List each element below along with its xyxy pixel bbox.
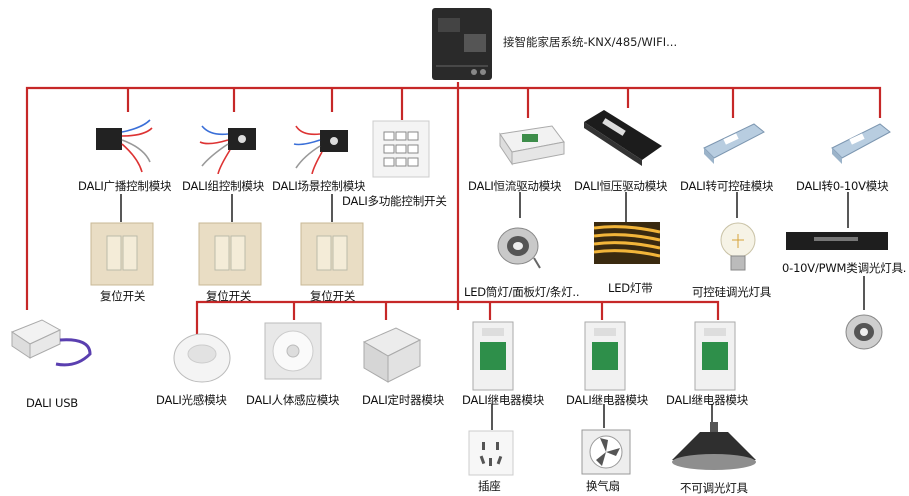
cc-driver-label: DALI恒流驱动模块	[468, 179, 562, 193]
relay-module-3-label: DALI继电器模块	[666, 393, 749, 407]
zero-ten-module-icon	[830, 118, 892, 166]
scene-module-icon	[290, 122, 356, 175]
relay-module-1-label: DALI继电器模块	[462, 393, 545, 407]
dali-usb-label: DALI USB	[26, 396, 78, 410]
relay-module-1-icon	[470, 320, 516, 392]
constant-voltage-driver-icon	[582, 108, 664, 166]
cv-driver-label: DALI恒压驱动模块	[574, 179, 668, 193]
socket-label: 插座	[478, 479, 501, 493]
relay-module-2-label: DALI继电器模块	[566, 393, 649, 407]
timer-module-icon	[360, 322, 424, 386]
group-module-label: DALI组控制模块	[182, 179, 265, 193]
multi-switch-label: DALI多功能控制开关	[342, 194, 447, 208]
socket-icon	[468, 430, 514, 476]
reset-switch-3-label: 复位开关	[310, 289, 356, 303]
dali-usb-icon	[6, 310, 96, 372]
relay-module-2-icon	[582, 320, 628, 392]
reset-switch-3-icon	[300, 222, 364, 286]
led-strip-label: LED灯带	[608, 281, 653, 295]
constant-current-driver-icon	[496, 122, 566, 168]
triac-lamp-label: 可控硅调光灯具	[692, 285, 772, 299]
triac-module-label: DALI转可控硅模块	[680, 179, 774, 193]
gateway-label: 接智能家居系统-KNX/485/WIFI...	[503, 35, 678, 49]
zero-ten-module-label: DALI转0-10V模块	[796, 179, 889, 193]
relay-module-3-icon	[692, 320, 738, 392]
group-module-icon	[196, 122, 262, 175]
exhaust-fan-label: 换气扇	[586, 479, 620, 493]
non-dimmable-lamp-label: 不可调光灯具	[680, 481, 748, 495]
broadcast-module-label: DALI广播控制模块	[78, 179, 172, 193]
scene-module-label: DALI场景控制模块	[272, 179, 366, 193]
pwm-lamp-label: 0-10V/PWM类调光灯具.	[782, 261, 907, 275]
reset-switch-1-label: 复位开关	[100, 289, 146, 303]
non-dimmable-lamp-icon	[666, 420, 760, 478]
broadcast-module-icon	[94, 118, 156, 173]
led-strip-icon	[593, 222, 661, 264]
led-downlight-icon	[494, 222, 544, 272]
triac-module-icon	[702, 118, 766, 166]
reset-switch-1-icon	[90, 222, 154, 286]
triac-lamp-icon	[718, 218, 758, 278]
pir-sensor-icon	[264, 322, 322, 380]
reset-switch-2-label: 复位开关	[206, 289, 252, 303]
exhaust-fan-icon	[580, 428, 632, 476]
gateway-device	[430, 6, 494, 82]
multi-function-switch-icon	[372, 120, 430, 178]
led-downlight-label: LED筒灯/面板灯/条灯..	[464, 285, 580, 299]
pwm-lamp-icon	[842, 310, 886, 356]
reset-switch-2-icon	[198, 222, 262, 286]
light-sensor-label: DALI光感模块	[156, 393, 227, 407]
pwm-driver-icon	[784, 228, 890, 254]
light-sensor-icon	[170, 330, 236, 386]
pir-sensor-label: DALI人体感应模块	[246, 393, 340, 407]
timer-module-label: DALI定时器模块	[362, 393, 445, 407]
